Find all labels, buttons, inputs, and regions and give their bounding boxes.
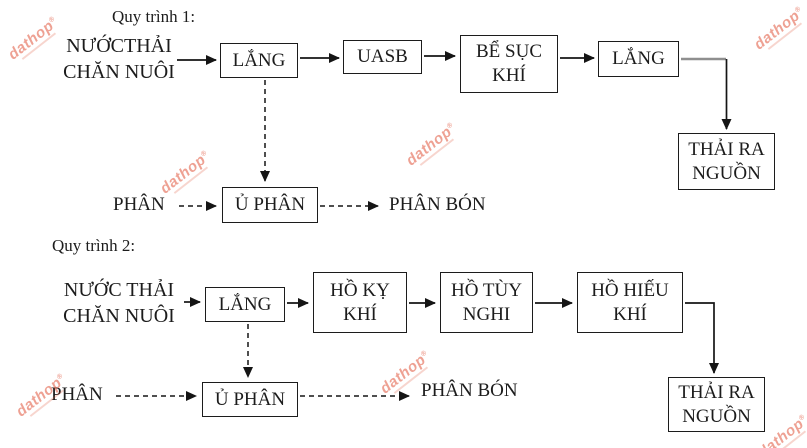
- process2-source-label: NƯỚC THẢI CHĂN NUÔI: [55, 277, 183, 329]
- process1-manure-label: PHÂN: [113, 194, 165, 215]
- box-label: HỒ TÙY: [451, 279, 522, 301]
- process2-box-uphan: Ủ PHÂN: [202, 382, 298, 417]
- box-label: KHÍ: [613, 303, 647, 325]
- process1-box-besuckhi: BỂ SỤC KHÍ: [460, 35, 558, 93]
- box-label: Ủ PHÂN: [234, 194, 306, 215]
- box-label: HỒ KỴ: [330, 279, 390, 301]
- box-label: BỂ SỤC: [476, 41, 542, 62]
- box-label: THẢI RA: [688, 138, 765, 160]
- process1-box-thairanguon: THẢI RA NGUỒN: [678, 133, 775, 190]
- process2-fertilizer-label: PHÂN BÓN: [421, 380, 518, 401]
- box-label: THẢI RA: [678, 381, 755, 403]
- box-label: HỒ HIẾU: [591, 279, 669, 301]
- process1-source-line1: NƯỚCTHẢI: [66, 35, 172, 57]
- process1-box-lang1: LẮNG: [220, 43, 298, 78]
- process2-title: Quy trình 2:: [52, 236, 136, 255]
- process1-fertilizer-label: PHÂN BÓN: [389, 194, 486, 215]
- arrow-hohieukhi-to-thairanguon2: [685, 302, 719, 374]
- process2-box-thairanguon: THẢI RA NGUỒN: [668, 377, 765, 432]
- process1-title: Quy trình 1:: [112, 7, 196, 26]
- box-label: KHÍ: [492, 65, 526, 86]
- process1-box-lang2: LẮNG: [598, 41, 679, 77]
- box-label: LẮNG: [612, 48, 665, 69]
- process2-box-hokykhi: HỒ KỴ KHÍ: [313, 272, 407, 333]
- box-label: NGHI: [462, 303, 511, 325]
- process1-source-line2: CHĂN NUÔI: [63, 61, 175, 83]
- box-label: KHÍ: [343, 303, 377, 325]
- process2-box-lang: LẮNG: [205, 287, 285, 322]
- box-label: NGUỒN: [692, 162, 761, 184]
- box-label: UASB: [357, 46, 408, 67]
- process2-box-hotuynghi: HỒ TÙY NGHI: [440, 272, 533, 333]
- box-label: Ủ PHÂN: [214, 388, 286, 410]
- process2-source-line1: NƯỚC THẢI: [63, 279, 175, 301]
- box-label: NGUỒN: [682, 405, 751, 427]
- process1-box-uasb: UASB: [343, 40, 422, 74]
- process1-box-uphan: Ủ PHÂN: [222, 187, 318, 223]
- process1-source-label: NƯỚCTHẢI CHĂN NUÔI: [55, 33, 183, 85]
- box-label: LẮNG: [232, 49, 286, 71]
- process2-source-line2: CHĂN NUÔI: [63, 305, 175, 327]
- process2-box-hohieukhi: HỒ HIẾU KHÍ: [577, 272, 683, 333]
- box-label: LẮNG: [218, 293, 272, 315]
- process2-manure-label: PHÂN: [51, 384, 103, 405]
